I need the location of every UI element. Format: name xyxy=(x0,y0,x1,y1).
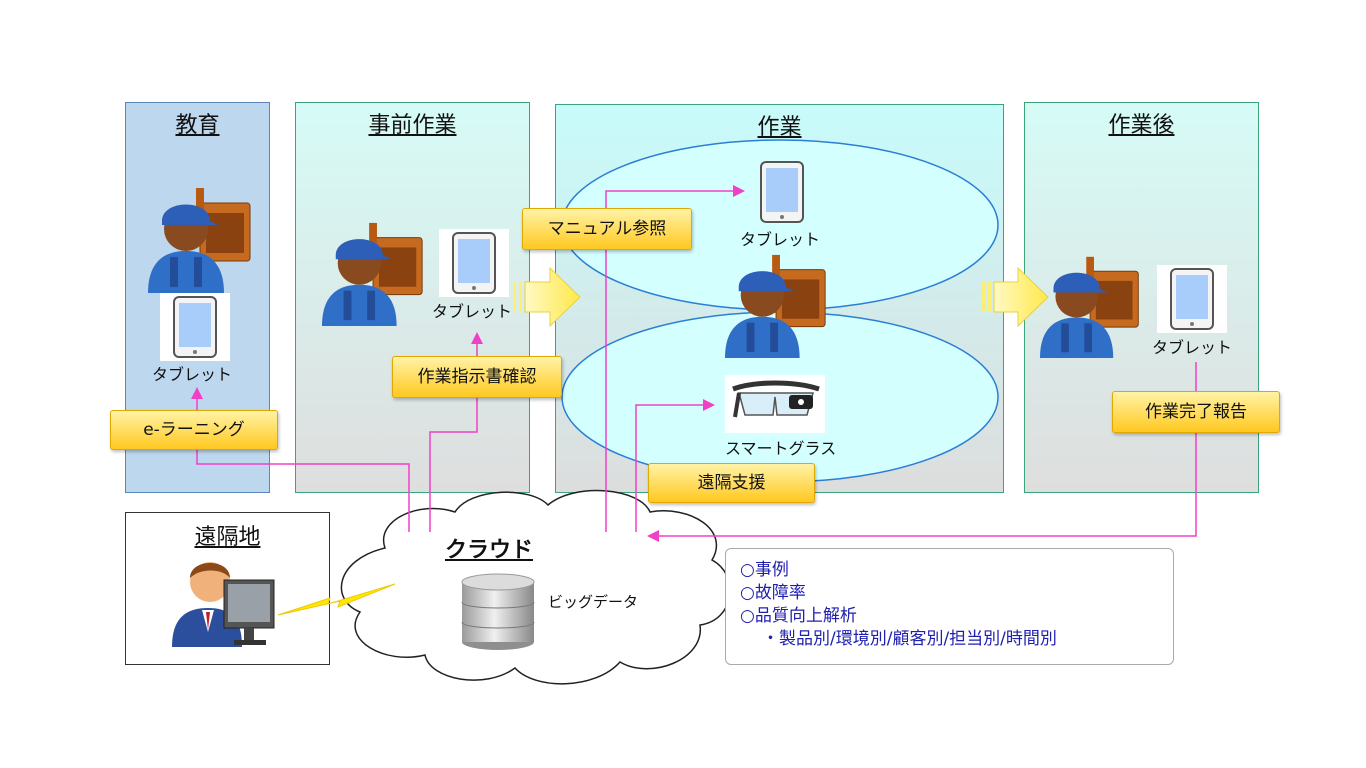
tablet-icon xyxy=(160,293,230,361)
tablet-label-work: タブレット xyxy=(740,230,821,249)
big-data-label: ビッグデータ xyxy=(548,593,639,611)
info-line: ○故障率 xyxy=(740,583,806,603)
education-title: 教育 xyxy=(175,113,220,138)
remote-support-button[interactable]: 遠隔支援 xyxy=(648,463,815,503)
manual-reference-button[interactable]: マニュアル参照 xyxy=(522,208,692,250)
tablet-icon xyxy=(1157,265,1227,333)
pre-work-title: 事前作業 xyxy=(368,113,457,138)
tablet-label-post-work: タブレット xyxy=(1152,338,1233,357)
tablet-label-education: タブレット xyxy=(152,365,233,384)
worker-icon xyxy=(725,254,826,358)
tablet-icon xyxy=(439,229,509,297)
flow-arrow-icon xyxy=(513,266,581,328)
analysis-info-box: ○事例 ○故障率 ○品質向上解析 ・製品別/環境別/顧客別/担当別/時間別 xyxy=(725,548,1174,665)
glasses-label: スマートグラス xyxy=(725,439,837,458)
info-line: ○事例 xyxy=(740,560,789,580)
database-icon xyxy=(461,573,535,650)
cloud-title: クラウド xyxy=(445,538,534,563)
tablet-label-pre-work: タブレット xyxy=(432,302,513,321)
remote-title: 遠隔地 xyxy=(194,525,261,550)
post-work-title: 作業後 xyxy=(1108,113,1175,138)
worker-icon xyxy=(1040,256,1139,358)
worker-icon xyxy=(148,188,251,293)
flow-arrow-icon xyxy=(982,266,1049,328)
worker-icon xyxy=(322,222,423,326)
tablet-icon xyxy=(760,161,804,223)
work-completion-report-button[interactable]: 作業完了報告 xyxy=(1112,391,1280,433)
e-learning-button[interactable]: e-ラーニング xyxy=(110,410,278,450)
work-instruction-button[interactable]: 作業指示書確認 xyxy=(392,356,562,398)
remote-operator-icon xyxy=(172,562,275,647)
smart-glasses-icon xyxy=(725,375,825,433)
info-line: ・製品別/環境別/顧客別/担当別/時間別 xyxy=(762,629,1057,649)
info-line: ○品質向上解析 xyxy=(740,606,857,626)
work-title: 作業 xyxy=(757,115,802,140)
